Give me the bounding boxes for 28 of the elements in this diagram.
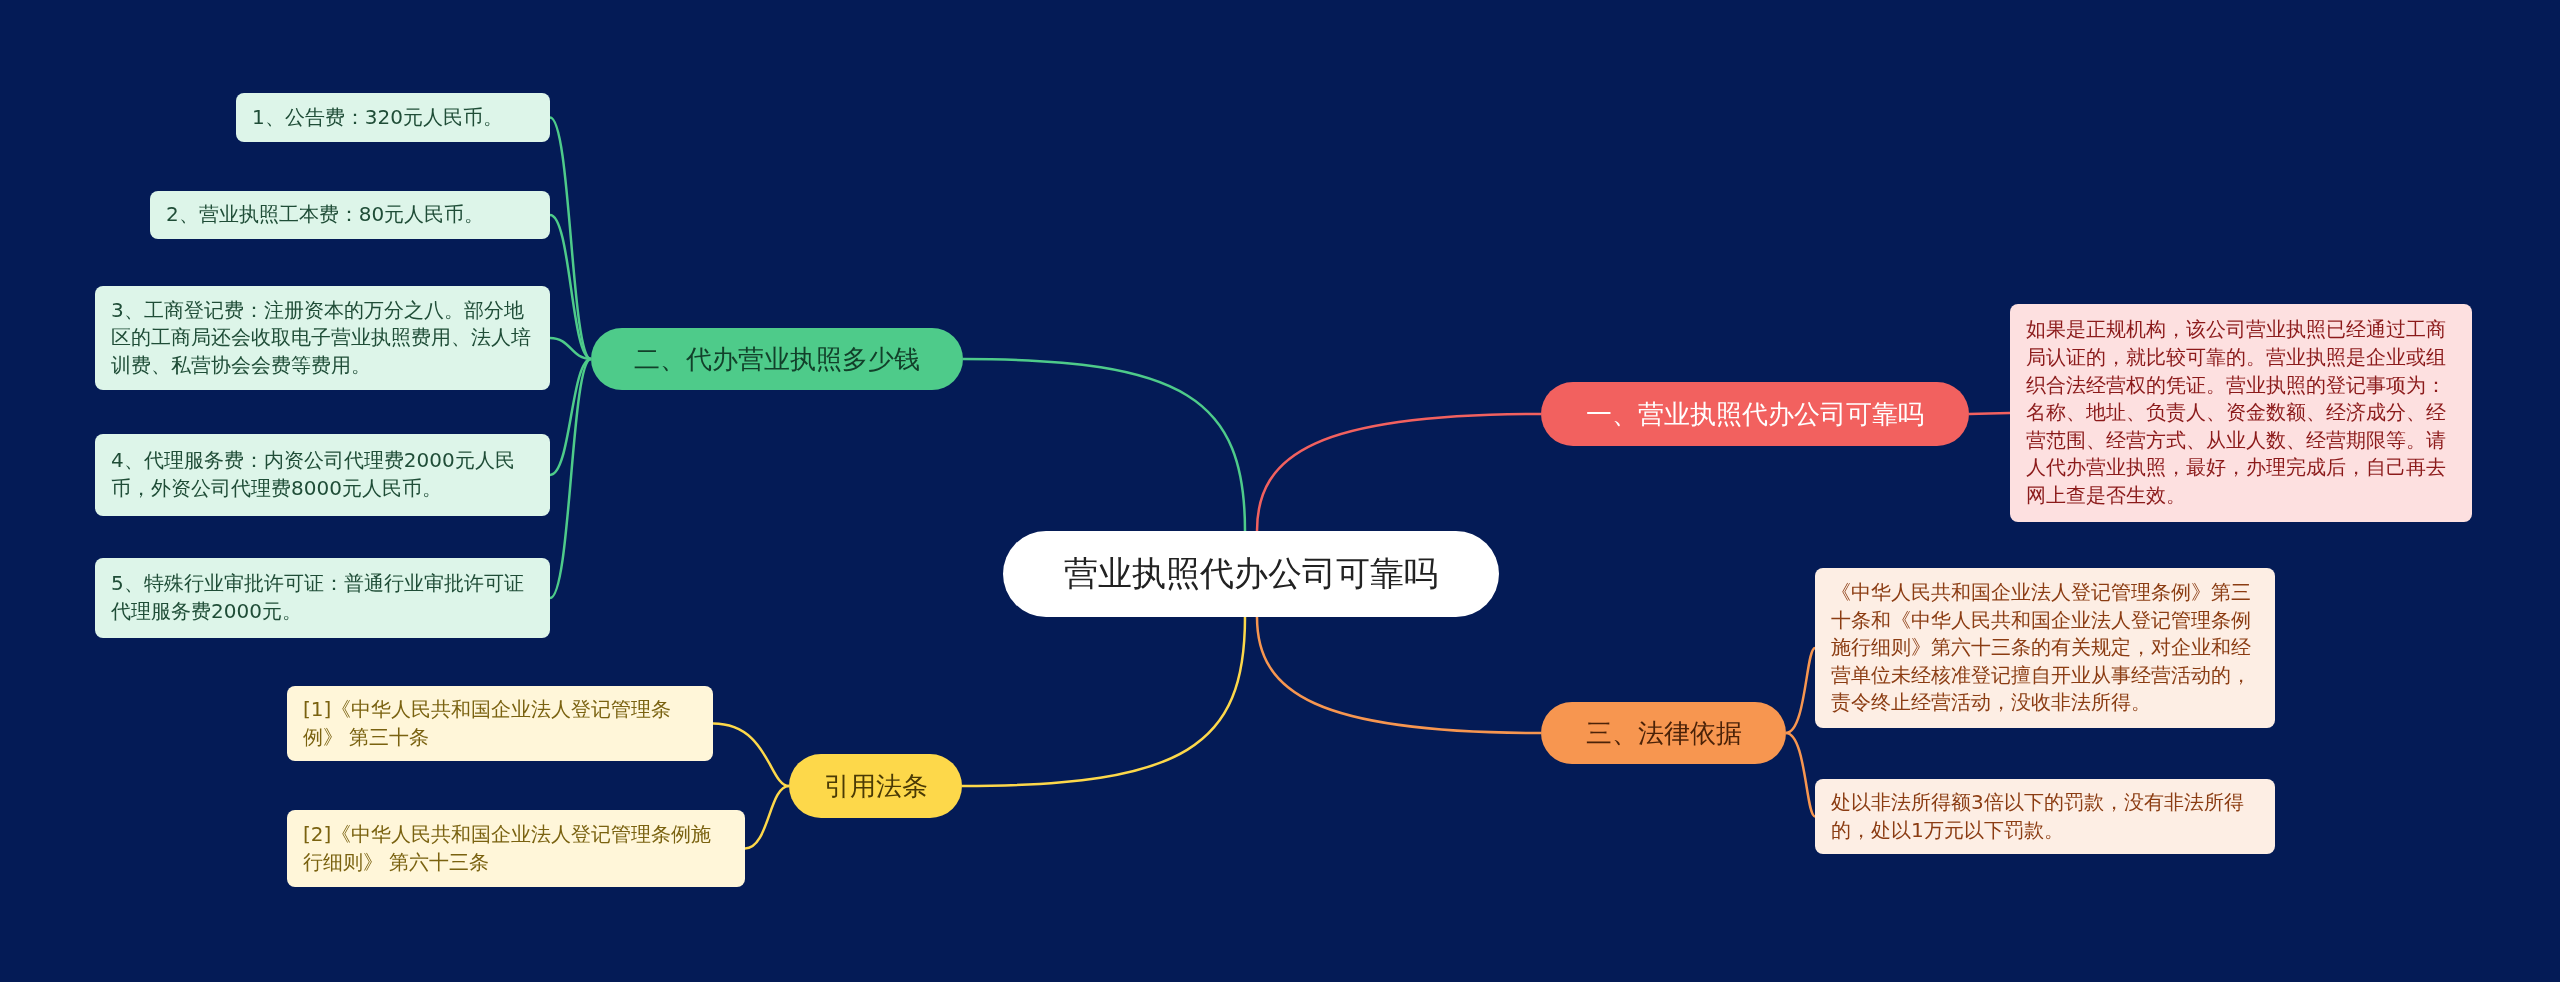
- branch-topic: 一、营业执照代办公司可靠吗: [1541, 382, 1969, 446]
- note-card: 3、工商登记费：注册资本的万分之八。部分地区的工商局还会收取电子营业执照费用、法人培训费、私营协会会费等费用。: [95, 286, 550, 390]
- note-card: 1、公告费：320元人民币。: [236, 93, 550, 142]
- connector-line: [1785, 731, 1816, 818]
- branch-topic: 引用法条: [789, 754, 962, 818]
- note-card: [2]《中华人民共和国企业法人登记管理条例施行细则》 第六十三条: [287, 810, 745, 887]
- connector-line: [712, 722, 790, 788]
- connector-line: [1785, 647, 1816, 735]
- connector-line: [1969, 411, 2010, 416]
- central-topic: 营业执照代办公司可靠吗: [1003, 531, 1499, 617]
- connector-line: [549, 116, 592, 360]
- note-card: 5、特殊行业审批许可证：普通行业审批许可证代理服务费2000元。: [95, 558, 550, 638]
- connector-line: [1255, 616, 1542, 735]
- connector-line: [549, 213, 592, 361]
- note-card: 《中华人民共和国企业法人登记管理条例》第三十条和《中华人民共和国企业法人登记管理条例施行细则》第六十三条的有关规定，对企业和经营单位未经核准登记擅自开业从事经营活动的，责令终止经营活动，没收非法所得。: [1815, 568, 2275, 728]
- connector-line: [1255, 412, 1542, 532]
- note-card: 处以非法所得额3倍以下的罚款，没有非法所得的，处以1万元以下罚款。: [1815, 779, 2275, 855]
- connector-line: [962, 357, 1247, 532]
- connector-line: [549, 357, 592, 477]
- branch-topic: 二、代办营业执照多少钱: [591, 328, 963, 390]
- note-card: 4、代理服务费：内资公司代理费2000元人民币，外资公司代理费8000元人民币。: [95, 434, 550, 516]
- connector-line: [961, 616, 1247, 788]
- branch-topic: 三、法律依据: [1541, 702, 1786, 764]
- connector-line: [549, 358, 592, 599]
- note-card: [1]《中华人民共和国企业法人登记管理条例》 第三十条: [287, 686, 713, 762]
- note-card: 如果是正规机构，该公司营业执照已经通过工商局认证的，就比较可靠的。营业执照是企业或组织合法经营权的凭证。营业执照的登记事项为：名称、地址、负责人、资金数额、经济成分、经营范围、经营方式、从业人数、经营期限等。请人代办营业执照，最好，办理完成后，自己再去网上查是否生效。: [2010, 304, 2472, 522]
- note-card: 2、营业执照工本费：80元人民币。: [150, 191, 550, 239]
- connector-line: [744, 784, 790, 850]
